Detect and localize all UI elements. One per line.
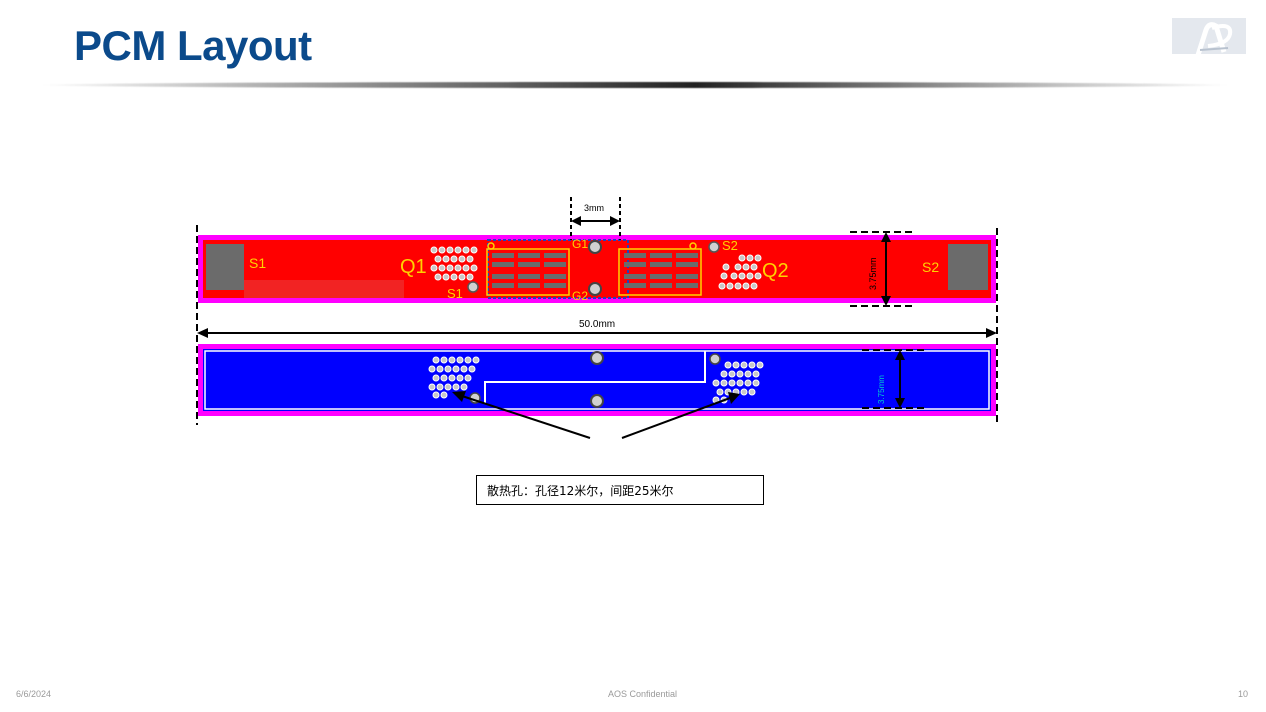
label-s2-right: S2 (922, 259, 939, 275)
dimension-width-bottom (862, 349, 926, 409)
q1-pads (492, 253, 566, 288)
footer-confidential: AOS Confidential (608, 689, 678, 699)
via-cluster-right-bottom (712, 361, 764, 404)
via-cluster-left-bottom (428, 356, 480, 399)
callout-arrows (452, 391, 740, 439)
via-g2 (588, 282, 602, 296)
label-q1: Q1 (400, 256, 427, 278)
slide-title: PCM Layout (74, 22, 312, 69)
dim-label-width-bottom: 3.75mm (877, 375, 886, 404)
dim-label-gap: 3mm (584, 203, 604, 213)
via-cluster-right-top (718, 254, 762, 290)
label-s1-left: S1 (249, 255, 266, 271)
q2-silkscreen (618, 248, 702, 296)
via-bottom-low (590, 394, 604, 408)
via-g1 (588, 240, 602, 254)
callout-text: 散热孔：孔径12米尔，间距25米尔 (487, 484, 674, 498)
redacted-marking (244, 280, 404, 298)
s1-pad-left (206, 244, 244, 290)
label-q2: Q2 (762, 260, 789, 282)
label-g2: G2 (572, 289, 588, 303)
pin1-marker-right (689, 242, 697, 250)
via-bottom-right (709, 353, 721, 365)
package-outline-blue (487, 239, 629, 299)
via-s1 (467, 281, 479, 293)
dimension-width-top (850, 231, 912, 307)
label-g1: G1 (572, 237, 588, 251)
pin1-marker-left (487, 242, 495, 250)
title-divider (40, 82, 1230, 88)
dimension-length (196, 225, 998, 425)
bottom-split-line (484, 351, 706, 404)
via-bottom-top (590, 351, 604, 365)
q1-silkscreen (486, 248, 570, 296)
s2-pad-right (948, 244, 988, 290)
label-s1-mid: S1 (447, 286, 463, 301)
dim-label-length: 50.0mm (579, 319, 615, 330)
logo-stroke-p (1207, 24, 1233, 48)
q2-pads (624, 253, 698, 288)
label-s2-mid: S2 (722, 238, 738, 253)
dimension-3mm (570, 197, 621, 240)
footer-date: 6/6/2024 (16, 689, 52, 699)
via-s2 (708, 241, 720, 253)
logo-stroke-bar (1199, 47, 1229, 51)
footer-page-number: 10 (1238, 689, 1249, 699)
thermal-via-callout: 散热孔：孔径12米尔，间距25米尔 (476, 475, 764, 505)
via-cluster-left-top (430, 246, 478, 281)
dim-label-width-top: 3.75mm (868, 257, 878, 290)
company-logo-icon (1172, 18, 1246, 75)
